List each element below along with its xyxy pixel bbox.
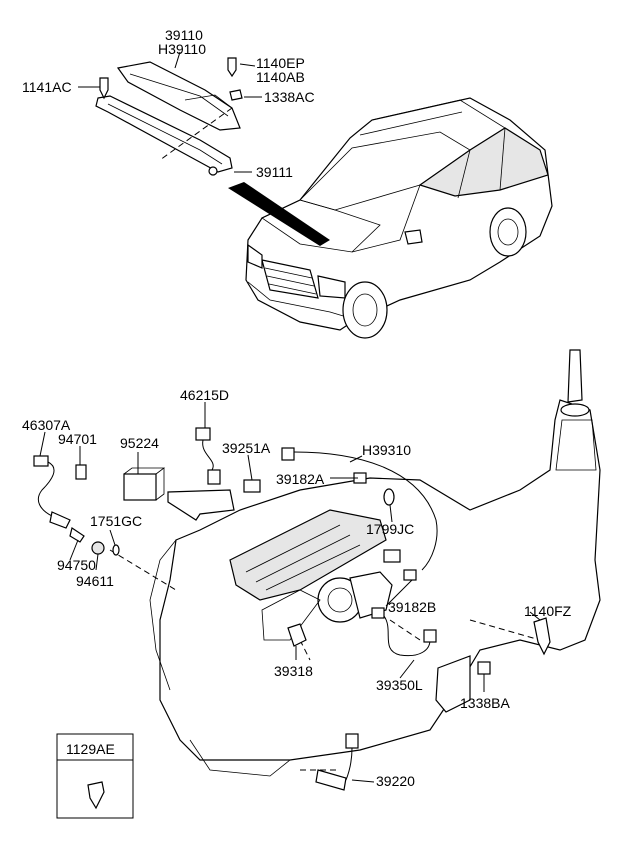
vehicle-illustration [245,97,553,339]
relay [123,467,166,501]
label-1141ac: 1141AC [22,79,72,95]
oxygen-sensor-front [33,455,120,556]
bracket-39350l [435,655,471,713]
clip-1338ac [229,89,243,101]
clip-94701 [75,464,87,480]
label-46215d: 46215D [180,387,229,403]
label-1751gc: 1751GC [90,513,142,529]
label-95224: 95224 [120,435,159,451]
ecu-bracket-assembly [95,57,243,176]
label-94701: 94701 [58,431,97,447]
label-1338ba: 1338BA [460,695,510,711]
label-46307a: 46307A [22,417,71,433]
inset-box-1129ae [56,733,134,819]
label-39350l: 39350L [376,677,423,693]
ecu-cover [116,61,241,131]
sensor-39318 [287,623,307,647]
label-39182a: 39182A [276,471,325,487]
bolt-1140ep [227,57,237,78]
bolt-1129ae [87,781,105,810]
wiring-harness-46215d [167,427,261,521]
label-39220: 39220 [376,773,415,789]
clip-1338ba [477,661,491,675]
label-h39110: H39110 [158,41,206,57]
sensor-94611 [91,541,105,555]
label-1140ab: 1140AB [256,69,305,85]
sensor-harness-h39310 [281,447,438,581]
label-h39310: H39310 [362,442,411,458]
oxygen-sensor-rear [315,733,359,791]
location-arrow [228,182,330,246]
label-1140fz: 1140FZ [524,603,572,619]
oxygen-sensor-39350l [371,607,471,713]
label-94750: 94750 [57,557,96,573]
label-1799jc: 1799JC [366,521,414,537]
engine-assembly [109,349,601,777]
label-39110: 39110 [165,27,203,43]
label-39111: 39111 [256,164,293,180]
label-1338ac: 1338AC [264,89,315,105]
bracket-39251a [243,479,261,493]
label-39182b: 39182B [388,599,436,615]
shifter [567,349,583,403]
gasket-1751gc [112,544,120,556]
clip-39182b [403,569,417,581]
label-39251a: 39251A [222,440,271,456]
bolt-1140fz [533,617,551,656]
part-labels: 39110 H39110 1140EP 1140AB 1141AC 1338AC… [22,27,572,789]
label-94611: 94611 [76,573,114,589]
label-1140ep: 1140EP [256,55,305,71]
label-1129ae: 1129AE [66,741,115,757]
bolt-1141ac [99,77,109,100]
gasket-1799jc [383,488,395,506]
label-39318: 39318 [274,663,313,679]
